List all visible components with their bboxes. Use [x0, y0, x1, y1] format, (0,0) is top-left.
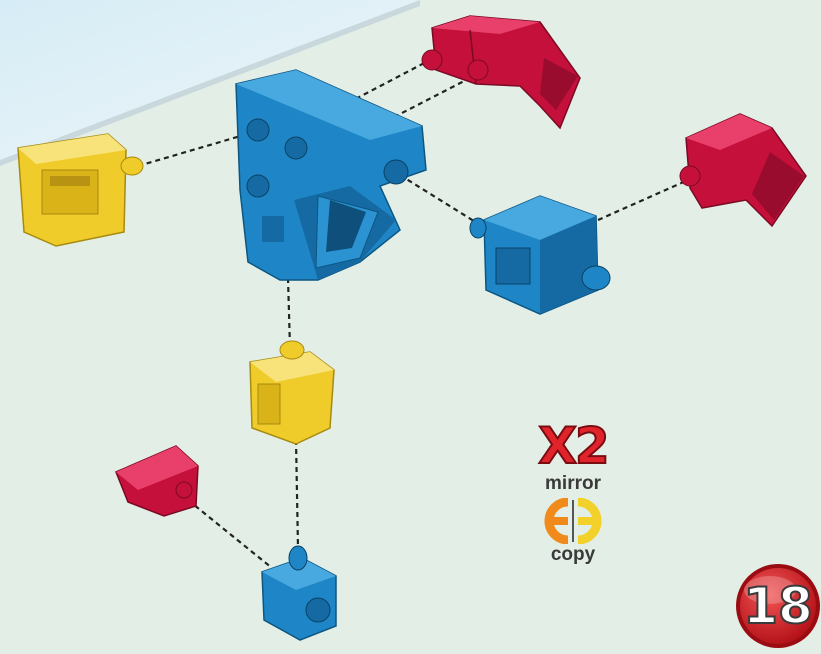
quantity-indicator: X2 mirror copy	[518, 417, 628, 570]
guide-line-blue-right	[399, 174, 486, 229]
blue-bracket-hub	[235, 69, 427, 281]
background-panel-edge	[0, 0, 420, 166]
step-number-badge: 18	[732, 560, 821, 652]
copy-label: copy	[550, 544, 596, 565]
step-number: 18	[742, 576, 814, 636]
quantity-count: X2	[537, 417, 610, 475]
guide-line-red-top-a	[299, 59, 431, 129]
guide-line-red-right	[597, 178, 689, 222]
step-badge-shape	[736, 564, 820, 648]
guide-line-red-bottom	[187, 499, 273, 569]
guide-line-vertical-bottom	[294, 439, 300, 549]
mirror-copy-icon	[544, 498, 602, 544]
red-clip-bottom-left	[115, 445, 199, 517]
yellow-block-left	[17, 133, 144, 247]
red-clip-double-top	[421, 15, 581, 130]
blue-connector-cube-right	[469, 195, 611, 315]
yellow-block-middle	[249, 340, 335, 445]
red-clip-right	[679, 113, 807, 228]
blue-connector-cube-bottom	[261, 545, 337, 641]
guide-line-vertical-top	[286, 277, 292, 349]
mirror-label: mirror	[545, 473, 601, 494]
